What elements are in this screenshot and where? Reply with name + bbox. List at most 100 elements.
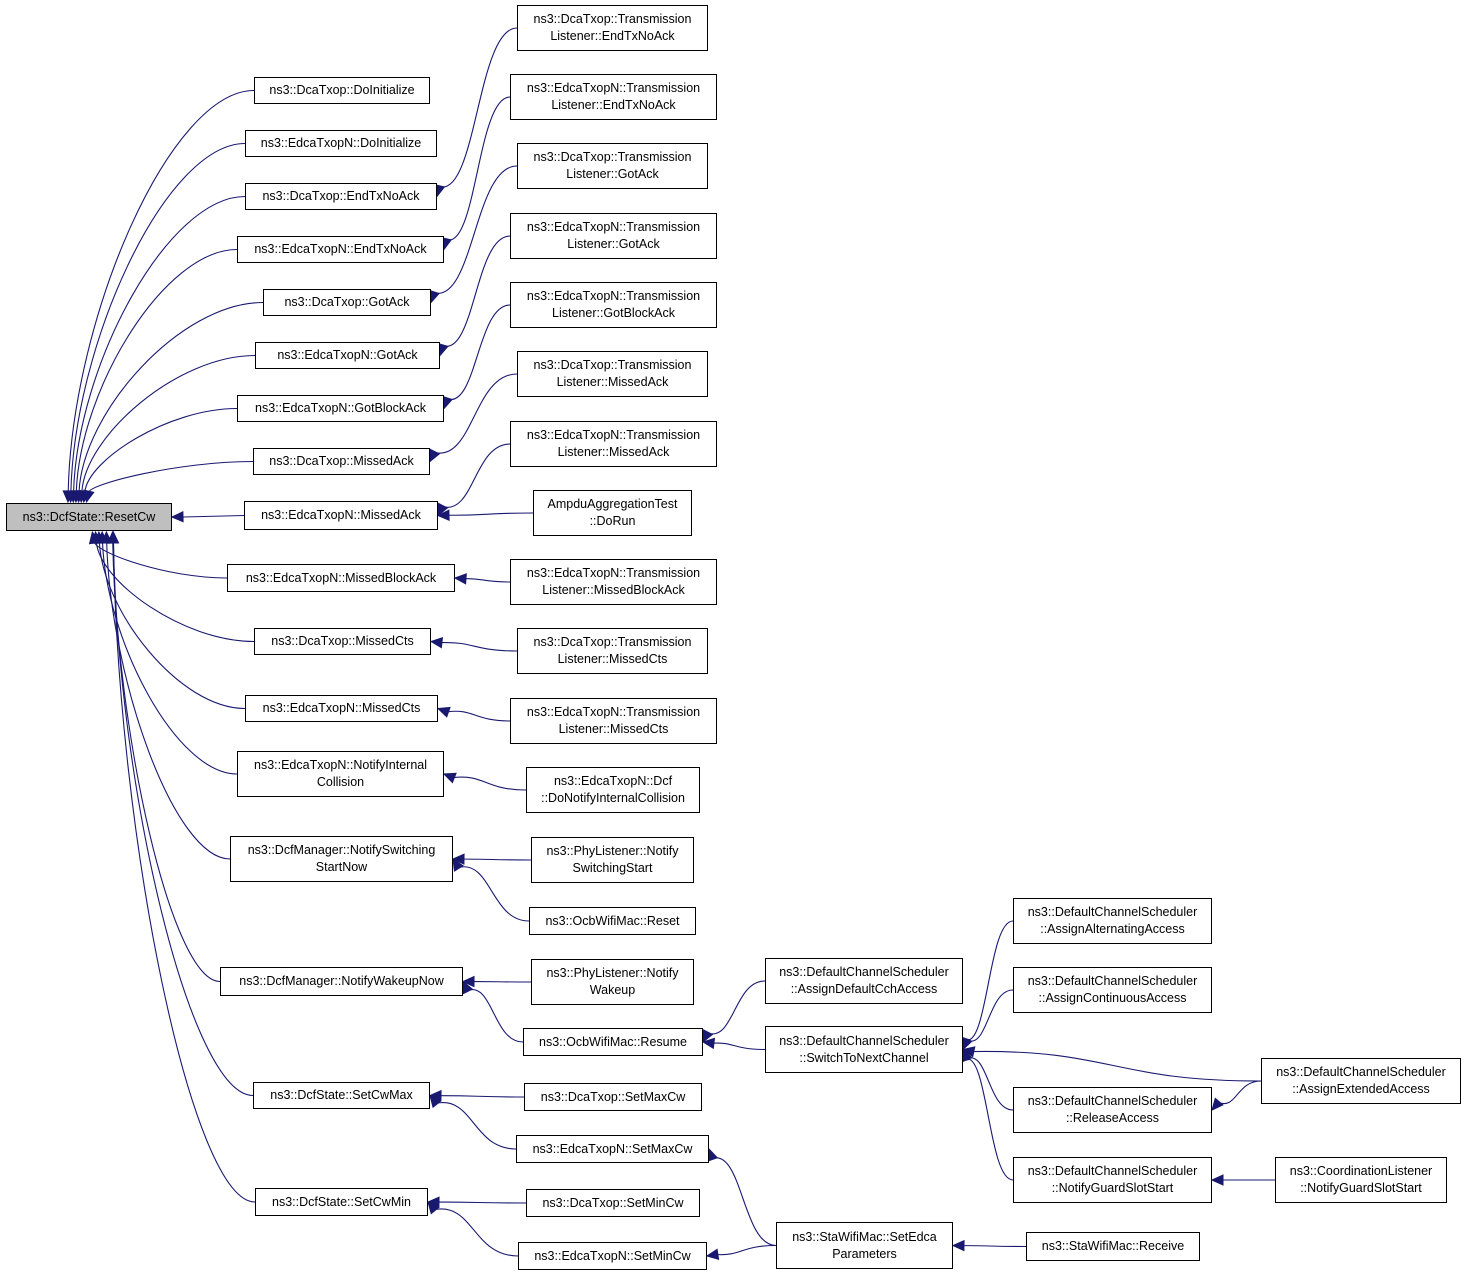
node-ampdu-test[interactable]: AmpduAggregationTest::DoRun xyxy=(533,490,692,536)
node-setcwmin[interactable]: ns3::DcfState::SetCwMin xyxy=(255,1188,428,1216)
node-label-line: ns3::DcaTxop::Transmission xyxy=(533,150,692,164)
node-dca-setmaxcw[interactable]: ns3::DcaTxop::SetMaxCw xyxy=(524,1083,702,1111)
node-label-line: ns3::DcaTxop::MissedCts xyxy=(271,634,414,648)
node-coord-guard[interactable]: ns3::CoordinationListener::NotifyGuardSl… xyxy=(1275,1157,1447,1203)
edge-dcfm-switch-to-reset-cw xyxy=(106,541,231,860)
node-edca-setmaxcw[interactable]: ns3::EdcaTxopN::SetMaxCw xyxy=(516,1135,709,1163)
node-dcs-assign-ext[interactable]: ns3::DefaultChannelScheduler::AssignExte… xyxy=(1261,1058,1461,1104)
node-dca-missedack[interactable]: ns3::DcaTxop::MissedAck xyxy=(253,448,430,475)
edge-arrowhead xyxy=(453,573,467,585)
node-label-line: Listener::EndTxNoAck xyxy=(551,98,676,112)
node-edca-doinit[interactable]: ns3::EdcaTxopN::DoInitialize xyxy=(245,130,437,157)
edge-ocb-reset-to-dcfm-switch xyxy=(458,866,530,922)
edge-setcwmin-to-reset-cw xyxy=(112,541,256,1203)
node-dcfm-wakeup[interactable]: ns3::DcfManager::NotifyWakeupNow xyxy=(220,967,463,996)
node-edca-missedcts[interactable]: ns3::EdcaTxopN::MissedCts xyxy=(245,695,438,722)
node-label-line: ::NotifyGuardSlotStart xyxy=(1051,1181,1174,1195)
edge-tl-edca-endtx-to-edca-endtx xyxy=(445,96,511,241)
node-label-line: ns3::DcaTxop::Transmission xyxy=(533,358,692,372)
node-label-line: ns3::EdcaTxopN::NotifyInternal xyxy=(254,758,427,772)
node-label-line: ::SwitchToNextChannel xyxy=(799,1050,929,1065)
node-dcs-switch[interactable]: ns3::DefaultChannelScheduler::SwitchToNe… xyxy=(765,1026,963,1073)
node-label-line: ns3::DcfState::SetCwMax xyxy=(270,1088,413,1102)
node-dca-missedcts[interactable]: ns3::DcaTxop::MissedCts xyxy=(254,628,431,655)
node-label-line: ns3::OcbWifiMac::Reset xyxy=(545,913,680,928)
node-label-line: ns3::DefaultChannelScheduler xyxy=(779,965,949,979)
node-label-line: Listener::MissedAck xyxy=(556,375,669,389)
node-label-line: ns3::DefaultChannelScheduler xyxy=(1027,1164,1198,1178)
node-dcs-assign-cont[interactable]: ns3::DefaultChannelScheduler::AssignCont… xyxy=(1013,967,1212,1013)
node-label-line: ns3::DcfManager::NotifySwitching xyxy=(247,843,436,857)
edge-tl-edca-gotblock-to-edca-gotblock xyxy=(446,304,511,400)
node-ocb-resume[interactable]: ns3::OcbWifiMac::Resume xyxy=(523,1028,703,1056)
node-label-line: Listener::MissedCts xyxy=(558,722,669,736)
node-dcs-assign-default[interactable]: ns3::DefaultChannelScheduler::AssignDefa… xyxy=(765,958,963,1004)
node-edca-missedblock[interactable]: ns3::EdcaTxopN::MissedBlockAck xyxy=(227,564,455,592)
node-label-line: Collision xyxy=(316,775,365,789)
node-setcwmax[interactable]: ns3::DcfState::SetCwMax xyxy=(253,1082,430,1109)
node-label-line: Listener::MissedBlockAck xyxy=(542,583,685,597)
edge-arrowhead xyxy=(1211,1097,1224,1111)
node-dcs-release[interactable]: ns3::DefaultChannelScheduler::ReleaseAcc… xyxy=(1013,1087,1212,1133)
edge-edca-setmincw-to-setcwmin xyxy=(434,1208,519,1257)
node-sta-receive[interactable]: ns3::StaWifiMac::Receive xyxy=(1026,1232,1200,1261)
node-dca-endtx[interactable]: ns3::DcaTxop::EndTxNoAck xyxy=(245,183,437,210)
edge-phy-switch-to-dcfm-switch xyxy=(462,858,532,861)
edge-arrowhead xyxy=(170,510,184,523)
node-label-line: ns3::DcaTxop::Transmission xyxy=(533,635,692,649)
edge-tl-edca-missedack-to-edca-missedack xyxy=(442,443,511,508)
node-label-line: ::AssignDefaultCchAccess xyxy=(790,982,938,996)
node-edca-endtx[interactable]: ns3::EdcaTxopN::EndTxNoAck xyxy=(237,236,444,263)
node-label-line: ns3::StaWifiMac::SetEdca xyxy=(792,1229,937,1244)
node-label-line: ns3::EdcaTxopN::Transmission xyxy=(526,289,701,303)
edge-tl-dca-endtx-to-dca-endtx xyxy=(439,27,518,188)
edge-arrowhead xyxy=(442,772,457,784)
node-dcs-guard[interactable]: ns3::DefaultChannelScheduler::NotifyGuar… xyxy=(1013,1157,1212,1203)
node-dca-doinit[interactable]: ns3::DcaTxop::DoInitialize xyxy=(254,77,430,104)
node-ocb-reset[interactable]: ns3::OcbWifiMac::Reset xyxy=(529,907,696,935)
edge-arrowhead xyxy=(429,448,441,463)
node-edca-setmincw[interactable]: ns3::EdcaTxopN::SetMinCw xyxy=(518,1242,707,1270)
edge-arrowhead xyxy=(427,1201,440,1215)
node-label-line: ns3::EdcaTxopN::Transmission xyxy=(526,566,701,580)
edge-dcs-release-to-dcs-switch xyxy=(966,1057,1014,1111)
edge-sta-setedca-to-edca-setmaxcw xyxy=(712,1157,777,1247)
node-dca-setmincw[interactable]: ns3::DcaTxop::SetMinCw xyxy=(526,1189,700,1217)
node-edca-missedack[interactable]: ns3::EdcaTxopN::MissedAck xyxy=(244,501,438,530)
node-edca-gotack[interactable]: ns3::EdcaTxopN::GotAck xyxy=(255,342,440,369)
node-label-line: ::AssignContinuousAccess xyxy=(1038,991,1187,1005)
node-edca-gotblock[interactable]: ns3::EdcaTxopN::GotBlockAck xyxy=(237,395,444,422)
node-dcs-assign-alt[interactable]: ns3::DefaultChannelScheduler::AssignAlte… xyxy=(1013,898,1212,944)
node-dca-gotack[interactable]: ns3::DcaTxop::GotAck xyxy=(263,289,431,316)
node-label-line: ns3::DcfManager::NotifyWakeupNow xyxy=(239,974,444,988)
node-label-line: ns3::PhyListener::Notify xyxy=(546,966,679,980)
edge-arrowhead xyxy=(441,395,453,410)
edge-dca-missedack-to-reset-cw xyxy=(88,460,254,493)
edge-setcwmax-to-reset-cw xyxy=(112,541,254,1097)
node-label-line: ns3::DcaTxop::SetMaxCw xyxy=(540,1089,686,1104)
edge-arrowhead xyxy=(702,1029,714,1044)
edge-arrowhead xyxy=(436,706,451,718)
edge-edca-setmaxcw-to-setcwmax xyxy=(436,1102,517,1150)
node-label-line: ns3::EdcaTxopN::GotAck xyxy=(277,348,418,362)
node-edca-dcf-notify[interactable]: ns3::EdcaTxopN::Dcf::DoNotifyInternalCol… xyxy=(526,767,700,813)
node-label-line: ns3::DefaultChannelScheduler xyxy=(1027,974,1198,988)
edge-tl-dca-missedack-to-dca-missedack xyxy=(434,373,518,454)
